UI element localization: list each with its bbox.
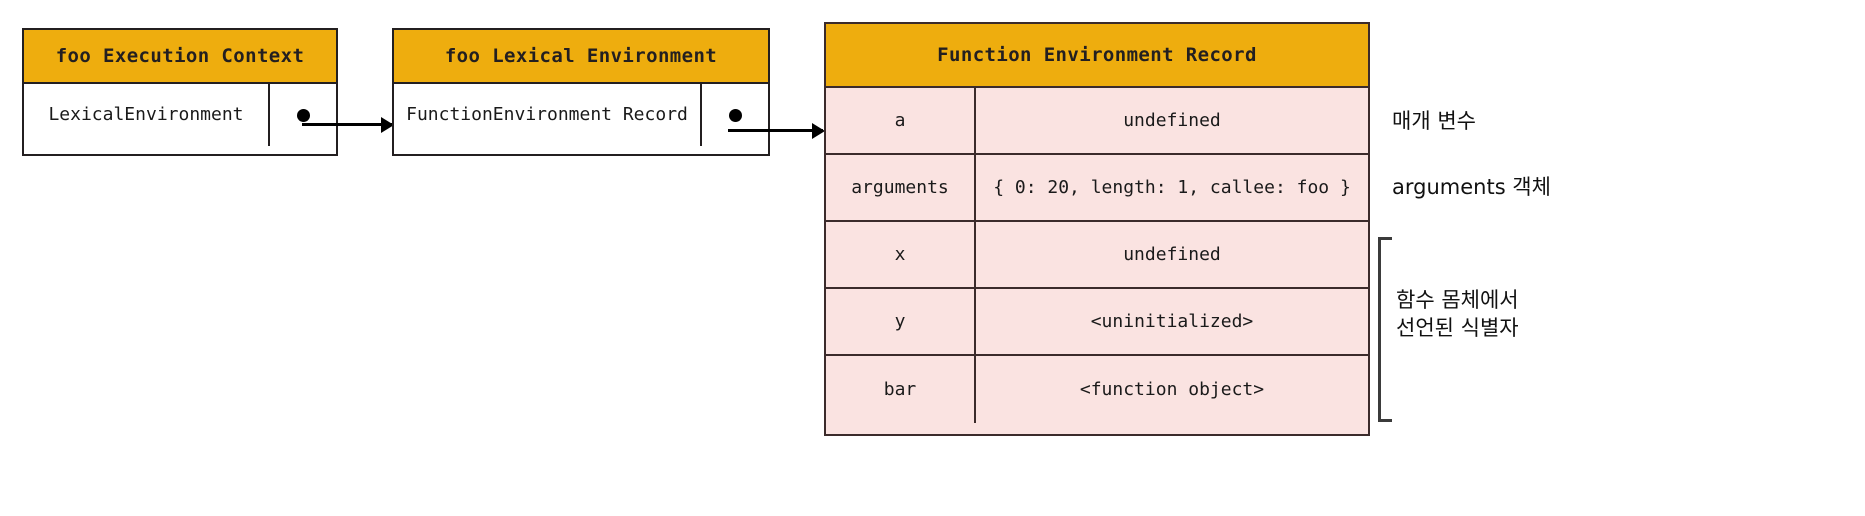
table-row: x undefined [826, 222, 1368, 289]
annotation-parameter: 매개 변수 [1392, 109, 1476, 133]
function-environment-record-table: Function Environment Record a undefined … [824, 22, 1370, 436]
foo-lexical-environment-body: FunctionEnvironment Record [394, 84, 768, 146]
foo-execution-context-body: LexicalEnvironment [24, 84, 336, 146]
record-value: undefined [1123, 110, 1221, 131]
record-value: { 0: 20, length: 1, callee: foo } [993, 177, 1351, 198]
table-row: bar <function object> [826, 356, 1368, 423]
foo-execution-context-node: foo Execution Context LexicalEnvironment [22, 28, 338, 156]
annotation-arguments-object: arguments 객체 [1392, 175, 1551, 199]
table-row: y <uninitialized> [826, 289, 1368, 356]
grouping-brace [1378, 237, 1392, 422]
foo-lexical-environment-node: foo Lexical Environment FunctionEnvironm… [392, 28, 770, 156]
record-value: undefined [1123, 244, 1221, 265]
table-row: arguments { 0: 20, length: 1, callee: fo… [826, 155, 1368, 222]
annotation-body-identifiers: 함수 몸체에서 선언된 식별자 [1396, 288, 1519, 341]
filled-dot-icon [296, 108, 310, 122]
lexical-environment-label: LexicalEnvironment [48, 103, 244, 125]
filled-dot-icon [728, 108, 742, 122]
record-value: <function object> [1079, 379, 1265, 400]
record-key: bar [826, 356, 976, 423]
arrow-context-to-lexical-env [302, 123, 392, 126]
arrow-lexical-env-to-record [728, 129, 823, 132]
foo-lexical-environment-title: foo Lexical Environment [394, 30, 768, 84]
table-row: a undefined [826, 88, 1368, 155]
record-key: y [826, 289, 976, 354]
record-value: <uninitialized> [1090, 311, 1254, 332]
execution-context-pointer-cell [268, 84, 336, 146]
record-key: arguments [826, 155, 976, 220]
record-key: a [826, 88, 976, 153]
function-environment-record-label: FunctionEnvironment Record [406, 103, 688, 125]
lexical-environment-pointer-cell [700, 84, 768, 146]
foo-execution-context-title: foo Execution Context [24, 30, 336, 84]
record-key: x [826, 222, 976, 287]
function-environment-record-title: Function Environment Record [826, 24, 1368, 88]
